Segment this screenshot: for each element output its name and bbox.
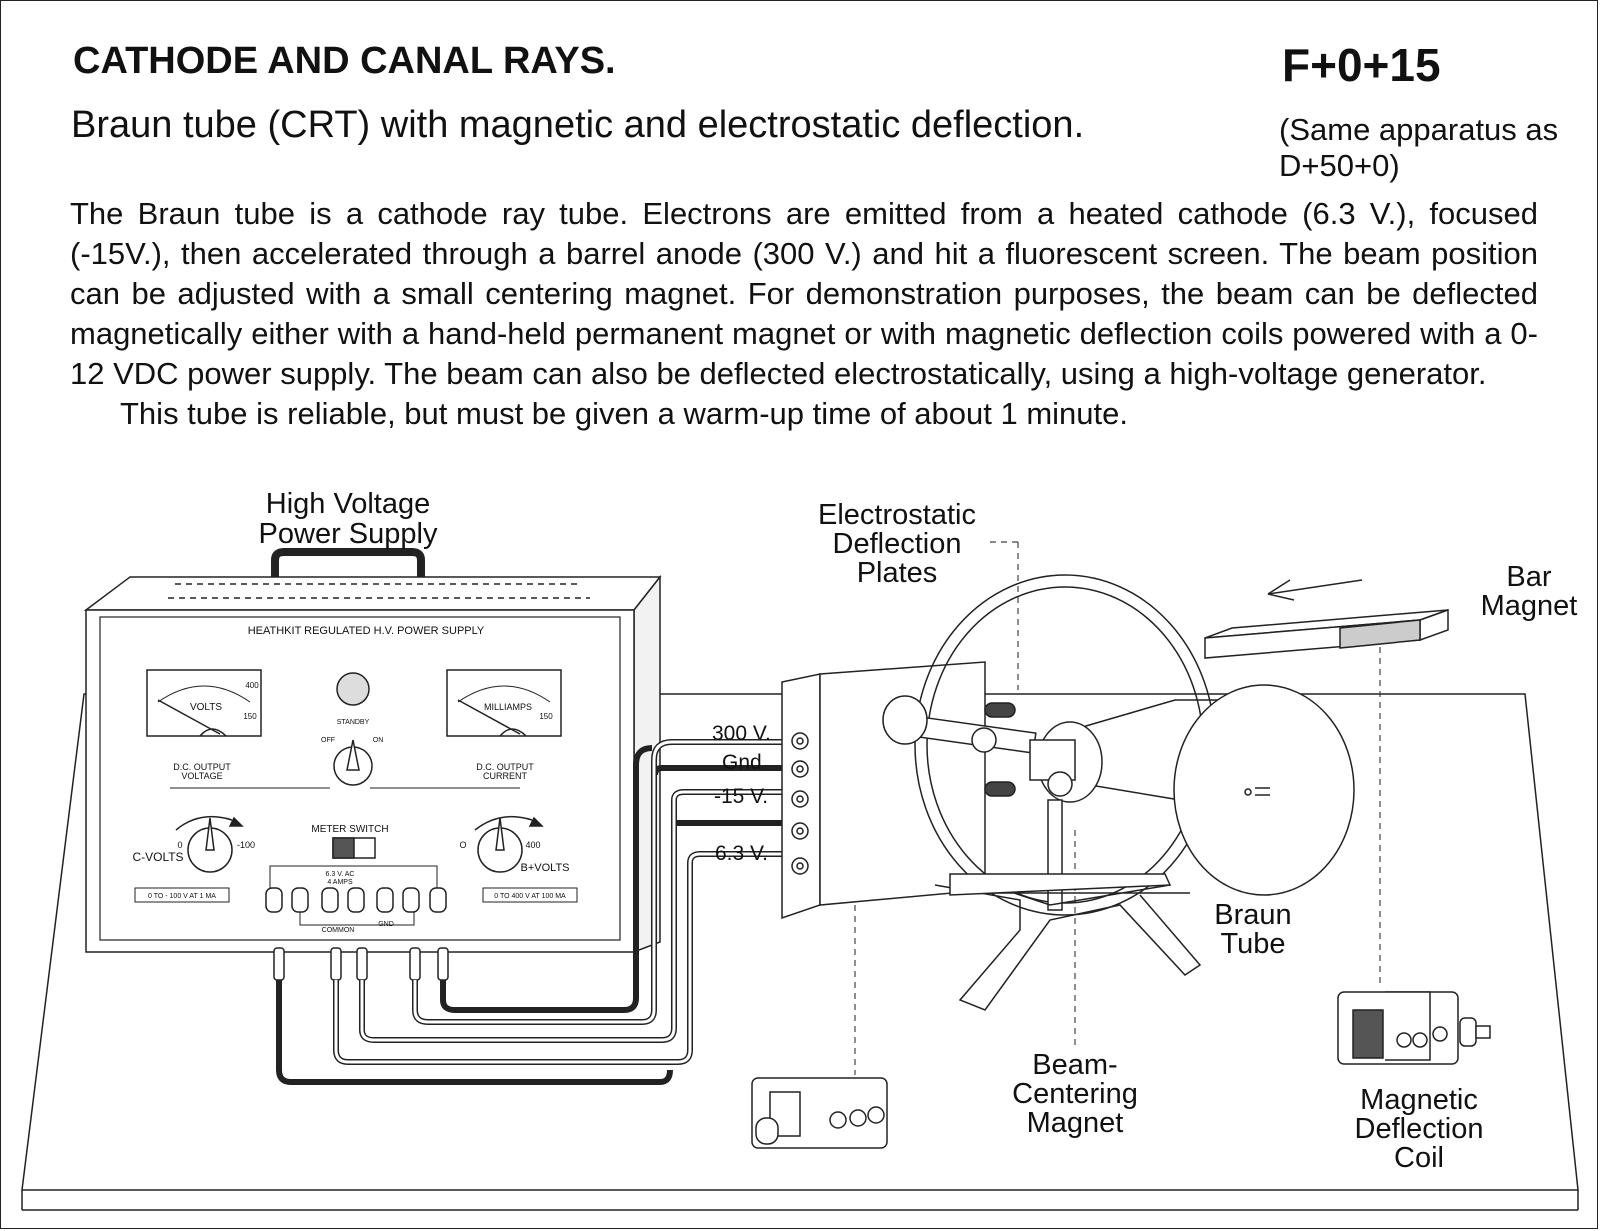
meter-switch-label: METER SWITCH — [311, 824, 388, 835]
dc-voltage-label-1: D.C. OUTPUT — [173, 762, 231, 772]
milliamps-label: MILLIAMPS — [484, 702, 532, 712]
output-jacks — [265, 887, 447, 913]
connecting-wires-inner — [334, 740, 782, 1064]
hv-label-line1: High Voltage — [266, 488, 430, 520]
description-text: The Braun tube is a cathode ray tube. El… — [70, 194, 1538, 434]
b-volts-knob[interactable] — [474, 815, 544, 873]
terminal-labels: 300 V. Gnd -15 V. 6.3 V. — [712, 722, 771, 865]
braun-tube — [882, 574, 1355, 1011]
standby-label: STANDBY — [337, 719, 370, 726]
esd-label-line2: Deflection — [833, 528, 962, 560]
milliammeter: MILLIAMPS 150 — [446, 669, 562, 737]
page-title: CATHODE AND CANAL RAYS. — [73, 40, 616, 82]
c-volts-max: -100 — [237, 840, 255, 850]
c-volts-knob[interactable] — [175, 815, 244, 873]
range-left-label: 0 TO - 100 V AT 1 MA — [148, 893, 216, 900]
braun-label-line2: Tube — [1220, 928, 1285, 960]
second-deflection-coil — [751, 1077, 888, 1149]
braun-label-line1: Braun — [1214, 899, 1291, 931]
on-label: ON — [373, 737, 384, 744]
b-volts-max: 400 — [525, 840, 540, 850]
description-paragraph-2: This tube is reliable, but must be given… — [120, 396, 1128, 431]
demo-code: F+0+15 — [1282, 39, 1441, 91]
volts-label: VOLTS — [190, 702, 222, 713]
bar-label-line2: Magnet — [1481, 590, 1578, 622]
gnd-label: GND — [378, 921, 394, 928]
coil-label-line1: Magnetic — [1360, 1084, 1478, 1116]
beam-label-line2: Centering — [1012, 1078, 1138, 1110]
b-volts-label: B+VOLTS — [520, 862, 569, 874]
bar-label-line1: Bar — [1506, 561, 1551, 593]
terminal-6v3-label: 6.3 V. — [715, 842, 768, 865]
beam-label-line1: Beam- — [1032, 1049, 1117, 1081]
beam-label-line3: Magnet — [1027, 1107, 1124, 1139]
panel-name: HEATHKIT REGULATED H.V. POWER SUPPLY — [248, 625, 485, 637]
dc-current-label-2: CURRENT — [483, 771, 528, 781]
esd-label-line3: Plates — [857, 557, 938, 589]
bar-magnet — [1204, 579, 1449, 659]
hv-label-line2: Power Supply — [259, 518, 438, 550]
apparatus-note: (Same apparatus as D+50+0) — [1279, 112, 1559, 183]
volts-mid-label: 150 — [243, 712, 257, 721]
dc-voltage-label-2: VOLTAGE — [181, 771, 222, 781]
milliamps-mid-label: 150 — [539, 712, 553, 721]
hv-power-supply: HEATHKIT REGULATED H.V. POWER SUPPLY VOL… — [83, 548, 662, 954]
c-volts-label: C-VOLTS — [132, 850, 183, 864]
leader-lines — [854, 541, 1381, 1075]
terminal-minus15v-label: -15 V. — [714, 785, 768, 808]
range-right-label: 0 TO 400 V AT 100 MA — [494, 893, 566, 900]
callout-labels: High Voltage Power Supply Electrostatic … — [259, 488, 1578, 1174]
coil-label-line3: Coil — [1394, 1142, 1444, 1174]
ac-label-2: 4 AMPS — [327, 879, 353, 886]
dc-current-label-1: D.C. OUTPUT — [476, 762, 534, 772]
common-label: COMMON — [322, 927, 355, 934]
ac-label-1: 6.3 V. AC — [326, 871, 355, 878]
esd-label-line1: Electrostatic — [818, 499, 976, 531]
b-volts-zero: O — [459, 840, 466, 850]
off-label: OFF — [321, 737, 335, 744]
c-volts-zero: 0 — [177, 840, 182, 850]
terminal-300v-label: 300 V. — [712, 722, 771, 745]
description-paragraph-1: The Braun tube is a cathode ray tube. El… — [70, 196, 1538, 391]
magnetic-deflection-coil — [1337, 991, 1491, 1065]
terminal-gnd-label: Gnd — [722, 751, 762, 774]
pilot-lamp — [336, 672, 370, 706]
page-subtitle: Braun tube (CRT) with magnetic and elect… — [71, 104, 1085, 146]
voltmeter: VOLTS 400 150 — [146, 669, 262, 737]
volts-max-label: 400 — [245, 681, 259, 690]
coil-label-line2: Deflection — [1355, 1113, 1484, 1145]
